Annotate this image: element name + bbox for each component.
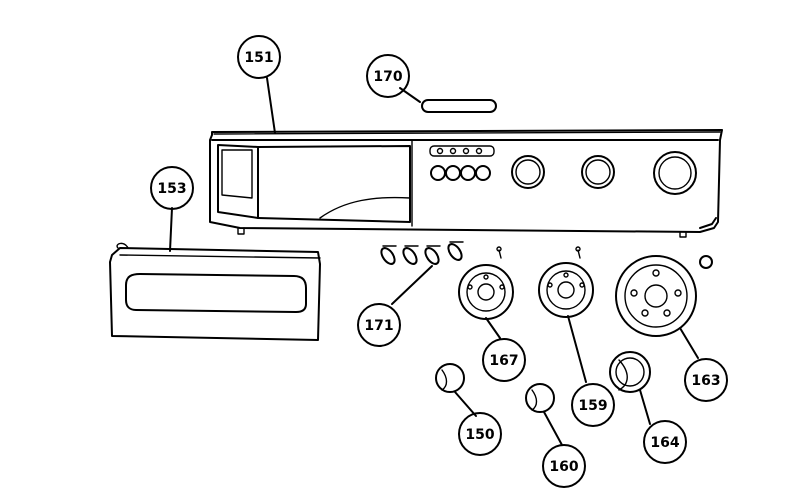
panel-knob-right [653, 151, 697, 195]
callout-label-167: 167 [489, 353, 518, 369]
callout-label-171: 171 [364, 318, 393, 334]
callout-label-153: 153 [157, 181, 186, 197]
buttons-171 [380, 241, 464, 265]
callout-167: 167 [482, 338, 526, 382]
callout-label-160: 160 [549, 459, 578, 475]
dispenser-drawer-153 [109, 242, 321, 341]
callout-151: 151 [237, 35, 281, 79]
panel-knob-left [511, 155, 545, 189]
callout-164: 164 [643, 420, 687, 464]
callout-label-170: 170 [373, 69, 402, 85]
leader-lines [169, 77, 699, 446]
callout-153: 153 [150, 166, 194, 210]
trim-strip-170 [421, 99, 497, 113]
callout-label-151: 151 [244, 50, 273, 66]
callout-163: 163 [684, 358, 728, 402]
callout-label-163: 163 [691, 373, 720, 389]
callout-label-159: 159 [578, 398, 607, 414]
knob-164 [609, 351, 651, 393]
callout-170: 170 [366, 54, 410, 98]
knob-hub-159 [538, 246, 594, 318]
panel-button-row-top [429, 145, 495, 157]
knob-160 [525, 383, 555, 413]
callout-171: 171 [357, 303, 401, 347]
callout-150: 150 [458, 412, 502, 456]
callout-label-164: 164 [650, 435, 679, 451]
callout-159: 159 [571, 383, 615, 427]
callout-160: 160 [542, 444, 586, 488]
knob-hub-167 [458, 246, 514, 320]
knob-150 [435, 363, 465, 393]
panel-button-row-bottom [430, 165, 491, 181]
control-panel-housing [209, 129, 723, 238]
knob-hub-163 [615, 255, 713, 337]
callout-label-150: 150 [465, 427, 494, 443]
panel-knob-middle [581, 155, 615, 189]
